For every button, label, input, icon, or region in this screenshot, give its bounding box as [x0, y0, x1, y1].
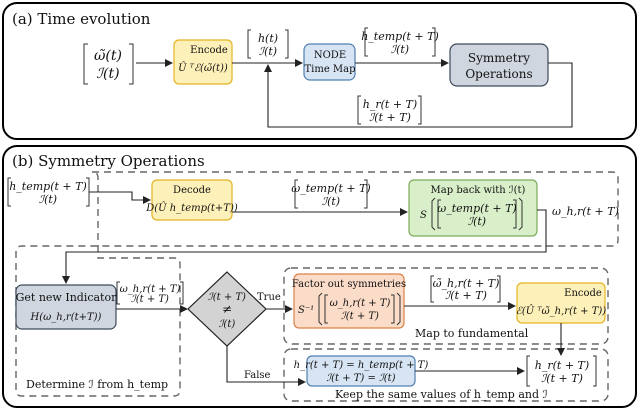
- svg-text:ω̃_h,r(t + T): ω̃_h,r(t + T): [433, 277, 500, 290]
- decode-block: Decode D(Û h_temp(t+T)): [145, 179, 238, 221]
- svg-text:NODE: NODE: [314, 50, 346, 61]
- input-indicator: ℐ(t): [96, 66, 119, 82]
- arrow-htemp-to-decode: [89, 191, 151, 204]
- encode-label: Encode: [190, 45, 228, 56]
- false-label: False: [244, 370, 271, 381]
- determine-indicator-label: Determine ℐ from h_temp: [26, 378, 168, 391]
- get-new-indicator-block: Get new Indicator H(ω_h,r(t+T)): [15, 284, 117, 330]
- svg-text:ℐ(t + T): ℐ(t + T): [445, 289, 487, 302]
- input-omega: ω̃(t): [94, 48, 122, 64]
- true-label: True: [257, 292, 281, 303]
- output-vector: h_r(t + T) ℐ(t + T): [526, 355, 597, 387]
- svg-text:ω_temp(t + T): ω_temp(t + T): [437, 202, 516, 215]
- svg-text:ℐ(t + T): ℐ(t + T): [131, 294, 169, 305]
- svg-text:ℐ(t): ℐ(t): [468, 215, 486, 228]
- svg-text:Operations: Operations: [465, 67, 532, 81]
- svg-text:h_temp(t + T): h_temp(t + T): [9, 180, 87, 193]
- factor-out-vector: ω̃_h,r(t + T) ℐ(t + T): [430, 275, 501, 303]
- svg-text:ℐ(t): ℐ(t): [391, 43, 409, 56]
- svg-text:ℐ(t + T): ℐ(t + T): [341, 311, 379, 322]
- svg-text:Map back with ℐ(t): Map back with ℐ(t): [431, 185, 526, 196]
- factor-out-symmetries-block: Factor out symmetries S⁻¹ ω_h,r(t + T) ℐ…: [292, 273, 406, 329]
- htemp-vector-b: h_temp(t + T) ℐ(t): [7, 177, 90, 207]
- svg-text:ω_h,r(t + T): ω_h,r(t + T): [330, 298, 391, 309]
- feedback-arrow: [264, 62, 573, 128]
- svg-text:S: S: [420, 210, 427, 221]
- svg-text:Symmetry: Symmetry: [468, 51, 530, 65]
- panel-a-title: (a) Time evolution: [12, 10, 151, 28]
- svg-text:h_temp(t + T): h_temp(t + T): [361, 30, 439, 43]
- svg-text:ℐ(t + T): ℐ(t + T): [369, 111, 411, 124]
- svg-text:ℐ(t + T): ℐ(t + T): [541, 372, 583, 385]
- svg-text:D(Û h_temp(t+T)): D(Û h_temp(t+T)): [145, 202, 238, 214]
- svg-text:ℐ(t + T) = ℐ(t): ℐ(t + T) = ℐ(t): [326, 373, 395, 384]
- symmetry-operations-block: Symmetry Operations: [449, 43, 549, 87]
- svg-text:ω_h,r(t + T): ω_h,r(t + T): [120, 284, 181, 295]
- svg-text:Decode: Decode: [173, 185, 211, 196]
- arrow-false-branch: [226, 346, 306, 386]
- node-time-map-block: NODE Time Map: [303, 43, 356, 81]
- omega-temp-vector: ω_temp(t + T) ℐ(t): [291, 179, 371, 209]
- h-vector: h(t) ℐ(t): [247, 29, 289, 59]
- svg-text:ℐ(t): ℐ(t): [259, 45, 277, 58]
- keep-same-values-label: Keep the same values of h_temp and ℐ: [335, 388, 548, 401]
- keep-values-block: h_r(t + T) = h_temp(t + T) ℐ(t + T) = ℐ(…: [294, 355, 429, 387]
- svg-text:h_r(t + T): h_r(t + T): [535, 359, 589, 372]
- svg-text:Get new Indicator: Get new Indicator: [16, 291, 117, 304]
- svg-text:h_r(t + T) = h_temp(t + T): h_r(t + T) = h_temp(t + T): [294, 360, 429, 371]
- indicator-vector: ω_h,r(t + T) ℐ(t + T): [116, 281, 184, 305]
- encode-block-b: Encode ℰ(Û ᵀω̃_h,r(t + T)): [516, 282, 607, 324]
- svg-text:Time Map: Time Map: [304, 64, 355, 75]
- dashed-region-determine-indicator: [15, 171, 619, 397]
- svg-text:h(t): h(t): [258, 32, 278, 45]
- omega-hr-label: ω_h,r(t + T): [552, 205, 619, 218]
- map-to-fundamental-label: Map to fundamental: [415, 327, 529, 340]
- htemp-vector-a: h_temp(t + T) ℐ(t): [361, 27, 439, 57]
- arrow-mapback-to-indicator: [62, 209, 547, 284]
- svg-text:≠: ≠: [222, 302, 232, 316]
- svg-text:ℐ(t): ℐ(t): [219, 319, 236, 330]
- encode-block-a: Encode Û ᵀℰ(ω̃(t)): [173, 39, 233, 85]
- dashed-region-keep-same: [283, 348, 609, 402]
- svg-text:S⁻¹: S⁻¹: [298, 305, 314, 316]
- input-vector: ω̃(t) ℐ(t): [83, 43, 134, 85]
- encode-formula: Û ᵀℰ(ω̃(t)): [178, 62, 228, 74]
- decision-diamond: ℐ(t + T) ≠ ℐ(t): [187, 271, 267, 347]
- svg-text:ω_temp(t + T): ω_temp(t + T): [291, 182, 370, 195]
- svg-text:Factor out symmetries: Factor out symmetries: [292, 279, 406, 290]
- dashed-region-map-to-fundamental: [283, 267, 609, 345]
- svg-text:h_r(t + T): h_r(t + T): [363, 98, 417, 111]
- svg-text:H(ω_h,r(t+T)): H(ω_h,r(t+T)): [30, 312, 102, 323]
- map-back-block: Map back with ℐ(t) S ω_temp(t + T) ℐ(t): [408, 179, 538, 237]
- svg-text:ℐ(t + T): ℐ(t + T): [208, 292, 246, 303]
- svg-text:ℐ(t): ℐ(t): [322, 195, 340, 208]
- svg-text:Encode: Encode: [564, 288, 602, 299]
- panel-b-title: (b) Symmetry Operations: [12, 152, 205, 170]
- svg-text:ℐ(t): ℐ(t): [39, 193, 57, 206]
- svg-text:ℰ(Û ᵀω̃_h,r(t + T)): ℰ(Û ᵀω̃_h,r(t + T)): [516, 305, 607, 317]
- feedback-vector: h_r(t + T) ℐ(t + T): [357, 95, 422, 125]
